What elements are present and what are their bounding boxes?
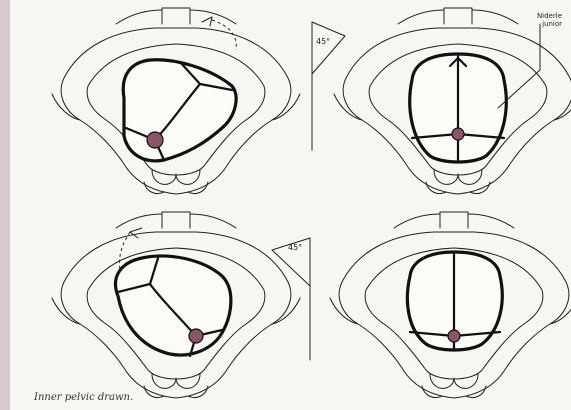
rotation-arrow-top-left bbox=[202, 17, 212, 26]
structure-label-line-2: junior bbox=[500, 20, 562, 28]
fontanelle-top-left bbox=[147, 132, 163, 148]
pelvis-top-right bbox=[334, 8, 571, 194]
figure-caption: Inner pelvic drawn. bbox=[34, 392, 133, 403]
pelvis-bottom-left bbox=[52, 212, 300, 398]
structure-label-line-1: Niderle bbox=[500, 12, 562, 20]
fontanelle-top-right bbox=[452, 128, 464, 140]
pelvis-top-left bbox=[52, 8, 300, 194]
fetal-head-bottom-left bbox=[115, 256, 230, 355]
fontanelle-bottom-left bbox=[189, 329, 203, 343]
angle-label-bottom: 45° bbox=[288, 243, 302, 252]
angle-wedge-top: 45° bbox=[312, 22, 345, 150]
rotation-arrow-bottom-left bbox=[130, 228, 142, 238]
structure-label: Niderle junior bbox=[500, 12, 562, 28]
fontanelle-bottom-right bbox=[448, 330, 460, 342]
angle-label-top: 45° bbox=[316, 37, 330, 46]
pelvis-bottom-right bbox=[330, 212, 571, 398]
